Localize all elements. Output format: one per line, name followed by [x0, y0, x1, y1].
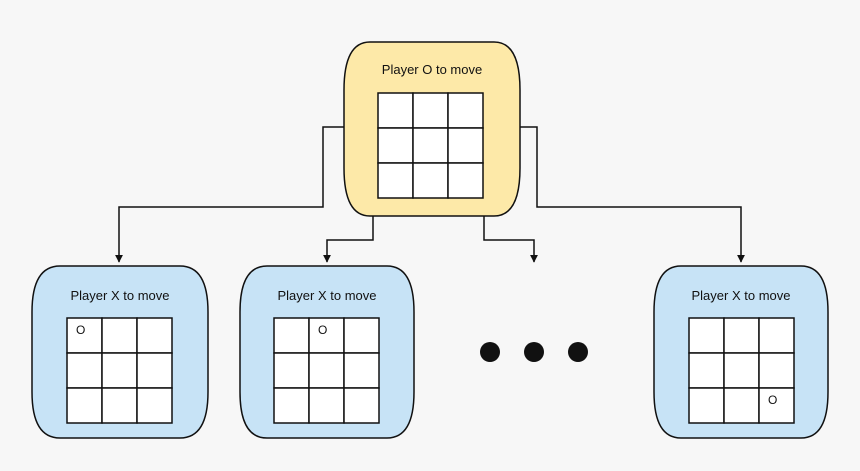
child-node-2-board-cell-8 — [308, 387, 345, 424]
root-board-cell-5 — [412, 127, 449, 164]
child-node-2-board-cell-5 — [308, 352, 345, 389]
connector-to-child-2 — [323, 215, 374, 263]
child-node-3-board-cell-2 — [723, 317, 760, 354]
child-node-3-board-cell-8 — [723, 387, 760, 424]
child-node-2-board-cell-9 — [343, 387, 380, 424]
root-board-cell-2 — [412, 92, 449, 129]
child-node-1-board-cell-2 — [101, 317, 138, 354]
child-node-2-board-cell-2 — [308, 317, 345, 354]
root-board-cell-6 — [447, 127, 484, 164]
root-board — [377, 92, 484, 199]
child-node-3-board-cell-3 — [758, 317, 795, 354]
child-node-2-board-cell-4 — [273, 352, 310, 389]
child-node-1-board: O — [66, 317, 173, 424]
child-node-2: Player X to move O — [239, 265, 415, 439]
child-node-1-board-cell-8 — [101, 387, 138, 424]
child-node-3-board-cell-1 — [688, 317, 725, 354]
ellipsis-dot-1 — [480, 342, 500, 362]
child-node-3: Player X to move O — [653, 265, 829, 439]
root-board-cell-7 — [377, 162, 414, 199]
child-node-1-board-cell-1-mark: O — [76, 323, 85, 337]
child-node-2-board-cell-6 — [343, 352, 380, 389]
child-node-1-label: Player X to move — [71, 288, 170, 303]
child-node-3-board-cell-9-mark: O — [768, 393, 777, 407]
connector-to-child-1 — [115, 126, 352, 263]
root-board-cell-4 — [377, 127, 414, 164]
connector-to-child-3 — [516, 126, 745, 263]
child-node-2-board-cell-3 — [343, 317, 380, 354]
connectors — [115, 126, 745, 263]
child-node-2-board: O — [273, 317, 380, 424]
root-node-label: Player O to move — [382, 62, 482, 77]
ellipsis-dot-2 — [524, 342, 544, 362]
child-node-1-board-cell-3 — [136, 317, 173, 354]
child-node-3-board: O — [688, 317, 795, 424]
child-node-3-board-cell-5 — [723, 352, 760, 389]
root-board-cell-9 — [447, 162, 484, 199]
connector-to-ellipsis — [483, 215, 538, 263]
root-board-cell-3 — [447, 92, 484, 129]
child-node-2-board-cell-1 — [273, 317, 310, 354]
child-node-2-board-cell-2-mark: O — [318, 323, 327, 337]
child-node-1-board-cell-4 — [66, 352, 103, 389]
child-node-1-board-cell-9 — [136, 387, 173, 424]
child-node-1-board-cell-6 — [136, 352, 173, 389]
ellipsis-dot-3 — [568, 342, 588, 362]
root-board-cell-8 — [412, 162, 449, 199]
child-node-1: Player X to move O — [31, 265, 209, 439]
child-node-3-label: Player X to move — [692, 288, 791, 303]
child-node-1-board-cell-5 — [101, 352, 138, 389]
root-node: Player O to move — [343, 41, 521, 217]
child-node-2-label: Player X to move — [278, 288, 377, 303]
child-node-3-board-cell-4 — [688, 352, 725, 389]
child-node-3-board-cell-9 — [758, 387, 795, 424]
root-board-cell-1 — [377, 92, 414, 129]
ellipsis-dots — [480, 342, 588, 362]
child-node-1-board-cell-7 — [66, 387, 103, 424]
child-node-3-board-cell-7 — [688, 387, 725, 424]
child-node-2-board-cell-7 — [273, 387, 310, 424]
child-node-3-board-cell-6 — [758, 352, 795, 389]
